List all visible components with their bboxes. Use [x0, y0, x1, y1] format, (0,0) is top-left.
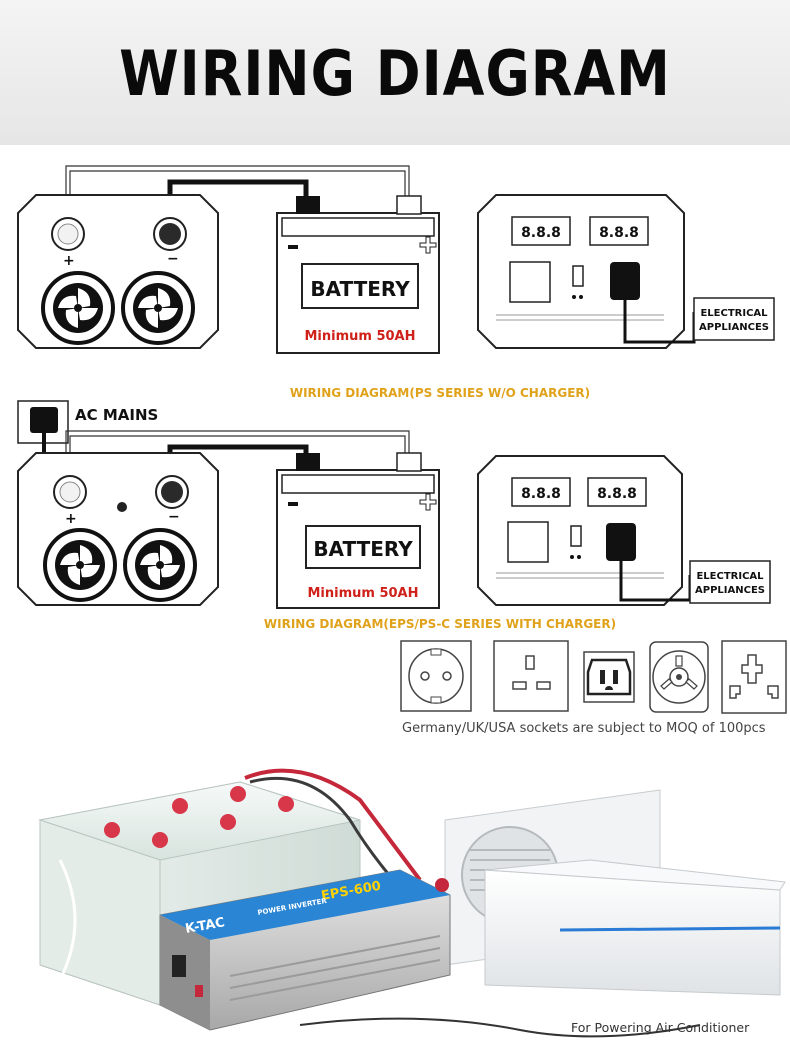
- switch-icon: [195, 985, 203, 997]
- socket-options: [400, 640, 787, 714]
- photo-caption: For Powering Air Conditioner: [571, 1020, 750, 1035]
- universal-socket-icon: [507, 521, 549, 563]
- display-right: 8.8.8: [599, 225, 639, 241]
- ac-mains-label: AC MAINS: [75, 406, 158, 424]
- display-left: 8.8.8: [521, 486, 561, 502]
- battery: BATTERY Minimum 50AH: [276, 452, 440, 609]
- battery-label: BATTERY: [313, 537, 413, 561]
- inverter-side-view: + −: [17, 194, 219, 349]
- display-left: 8.8.8: [521, 225, 561, 241]
- terminal-plus-label: +: [63, 253, 75, 269]
- header-banner: WIRING DIAGRAM: [0, 0, 790, 145]
- inverter-brand: K-TAC: [184, 915, 226, 937]
- appliance-label-line1: ELECTRICAL: [696, 571, 764, 582]
- power-switch-icon: [572, 265, 584, 287]
- wiring-diagram-ps: + − BATTERY Minimum 50AH 8.8.8 8.8: [17, 165, 775, 354]
- product-photo: K-TAC EPS-600 POWER INVERTER: [38, 768, 786, 1038]
- terminal-plus-label: +: [65, 511, 77, 527]
- appliance-label-line1: ELECTRICAL: [700, 308, 768, 319]
- battery: BATTERY Minimum 50AH: [276, 195, 440, 354]
- mains-plug-icon: [30, 407, 58, 433]
- terminal-minus-label: −: [167, 251, 179, 267]
- terminal-minus-label: −: [168, 509, 180, 525]
- socket-moq-note: Germany/UK/USA sockets are subject to MO…: [402, 721, 766, 736]
- fan-icon: [123, 528, 197, 602]
- inverter-front-panel: 8.8.8 8.8.8: [477, 194, 696, 349]
- ac-indoor-unit: [484, 859, 786, 996]
- australia-socket-icon: [649, 641, 709, 713]
- diagram-caption-eps: WIRING DIAGRAM(EPS/PS-C SERIES WITH CHAR…: [263, 617, 617, 631]
- battery-capacity: Minimum 50AH: [304, 329, 415, 344]
- electrical-appliances-box: [689, 560, 771, 604]
- inverter-side-view: + −: [17, 452, 219, 606]
- inverter-front-panel: 8.8.8 8.8.8: [477, 455, 692, 606]
- fan-icon: [121, 271, 195, 345]
- display-right: 8.8.8: [597, 486, 637, 502]
- outlet-icon: [172, 955, 186, 977]
- wiring-diagram-eps: AC MAINS + − BATTE: [17, 400, 771, 609]
- usa-socket-icon: [583, 651, 635, 703]
- battery-capacity: Minimum 50AH: [307, 586, 418, 601]
- diagram-caption-ps: WIRING DIAGRAM(PS SERIES W/O CHARGER): [289, 386, 591, 400]
- power-switch-icon: [570, 525, 582, 547]
- electrical-appliances-box: [693, 297, 775, 341]
- germany-socket-icon: [400, 640, 472, 712]
- inverter-photo: K-TAC EPS-600 POWER INVERTER: [159, 869, 701, 1038]
- battery-label: BATTERY: [310, 277, 410, 301]
- appliance-label-line2: APPLIANCES: [695, 585, 765, 596]
- page-title: WIRING DIAGRAM: [119, 37, 671, 110]
- appliance-label-line2: APPLIANCES: [699, 322, 769, 333]
- universal-socket-icon: [509, 261, 551, 303]
- universal-socket-icon: [721, 640, 787, 714]
- fan-icon: [41, 271, 115, 345]
- uk-socket-icon: [493, 640, 569, 712]
- fan-icon: [43, 528, 117, 602]
